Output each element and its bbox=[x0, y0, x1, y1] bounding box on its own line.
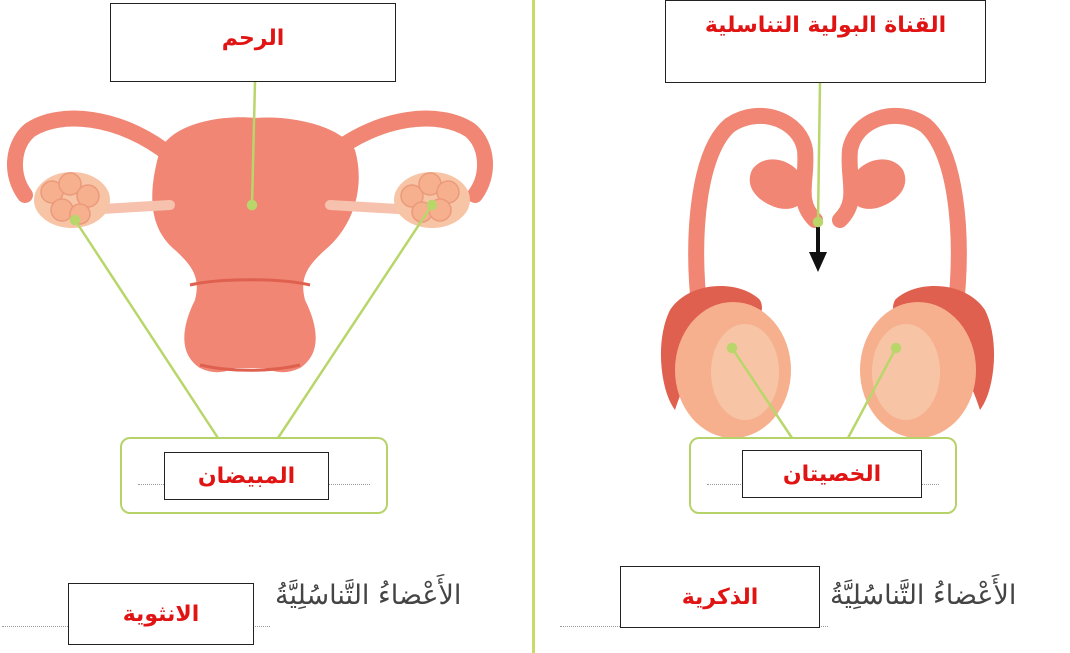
male-caption-answer-box[interactable]: الذكرية bbox=[620, 566, 820, 628]
female-reproductive-organs-illustration bbox=[15, 117, 485, 372]
testes-label-text: الخصيتان bbox=[783, 462, 881, 487]
female-caption-prefix: الأَعْضاءُ التَّناسُلِيَّةُ bbox=[275, 580, 461, 611]
uterus-label-box[interactable]: الرحم bbox=[110, 3, 396, 82]
ovaries-label-box[interactable]: المبيضان bbox=[164, 452, 329, 500]
female-caption-answer-text: الانثوية bbox=[123, 602, 200, 627]
urethra-label-box[interactable]: القناة البولية التناسلية bbox=[665, 0, 986, 83]
male-caption-answer-text: الذكرية bbox=[682, 585, 759, 610]
urethra-label-text: القناة البولية التناسلية bbox=[705, 13, 946, 38]
male-caption-prefix: الأَعْضاءُ التَّناسُلِيَّةُ bbox=[830, 580, 1016, 611]
testes-label-box[interactable]: الخصيتان bbox=[742, 450, 922, 498]
ovaries-label-text: المبيضان bbox=[198, 464, 295, 489]
uterus-label-text: الرحم bbox=[222, 26, 285, 51]
female-caption-answer-box[interactable]: الانثوية bbox=[68, 583, 254, 645]
urethra-arrow bbox=[809, 222, 827, 272]
male-reproductive-organs-illustration bbox=[661, 116, 994, 438]
